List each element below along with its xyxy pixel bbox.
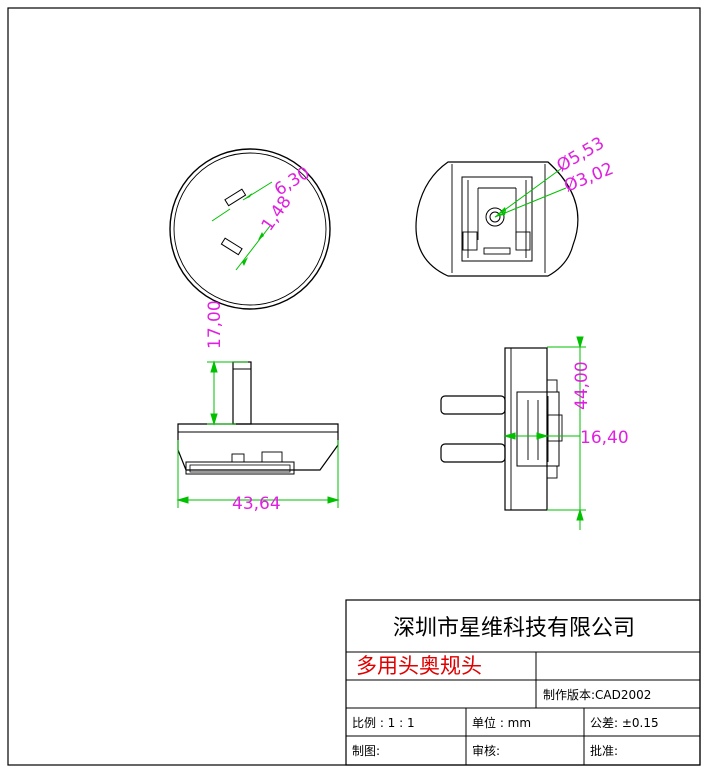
side-outline xyxy=(415,161,579,277)
slot-lower xyxy=(220,237,243,256)
dim-height: 44,00 xyxy=(572,361,592,410)
side-view-top xyxy=(415,161,579,277)
prong-lower xyxy=(440,443,506,463)
title-block xyxy=(345,599,701,766)
front-view xyxy=(169,148,331,310)
approved-by-label: 批准: xyxy=(590,743,618,758)
hole-inner xyxy=(489,211,501,223)
checked-by-label: 审核: xyxy=(472,743,500,758)
scale-label: 比例 : 1 : 1 xyxy=(352,716,415,730)
drawing-border xyxy=(7,7,701,766)
tolerance-label: 公差: ±0.15 xyxy=(590,716,659,730)
unit-label: 单位 : mm xyxy=(472,715,531,730)
profile-view xyxy=(440,347,563,511)
side-inner-frame xyxy=(461,176,533,262)
prong-upper xyxy=(440,395,506,415)
hole-leaders xyxy=(494,167,567,218)
part-name: 多用头奥规头 xyxy=(356,654,482,678)
slot-upper xyxy=(224,188,247,207)
company-name: 深圳市星维科技有限公司 xyxy=(393,616,635,641)
profile-body xyxy=(504,347,548,511)
hole-outer xyxy=(485,207,505,227)
dim-slot-gap: 1,48 xyxy=(258,192,296,234)
version-label: 制作版本:CAD2002 xyxy=(543,688,651,702)
front-view-dims xyxy=(211,181,273,271)
side-view-pin xyxy=(177,361,339,475)
pin-dims xyxy=(176,360,340,508)
dim-depth: 16,40 xyxy=(580,428,629,448)
pin xyxy=(232,361,252,425)
front-inner-circle xyxy=(173,152,327,306)
dim-body-width: 43,64 xyxy=(232,494,281,514)
drawn-by-label: 制图: xyxy=(352,744,380,758)
dim-pin-length: 17,00 xyxy=(205,300,225,349)
body-outline xyxy=(177,423,339,471)
front-outer-circle xyxy=(169,148,331,310)
profile-dims xyxy=(503,336,586,530)
